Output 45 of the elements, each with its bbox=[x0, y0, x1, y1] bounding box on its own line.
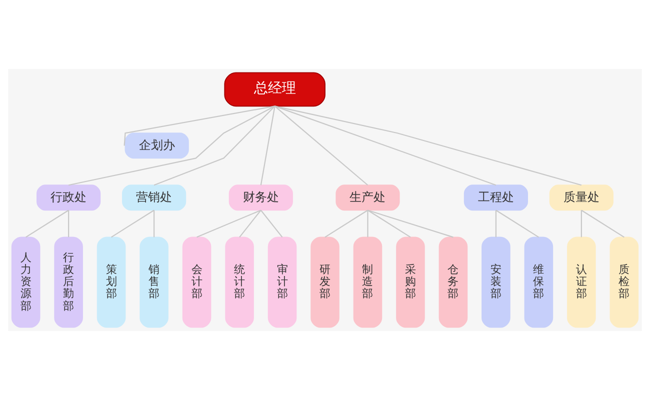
node-box: 采购部 bbox=[396, 236, 425, 328]
connector bbox=[26, 210, 69, 238]
node-box: 生产处 bbox=[336, 184, 400, 211]
node-box: 质量处 bbox=[549, 184, 614, 211]
connector bbox=[367, 210, 411, 238]
connector bbox=[260, 106, 276, 186]
node-box: 制造部 bbox=[353, 236, 382, 328]
connector bbox=[239, 210, 262, 238]
node-box: 认证部 bbox=[567, 236, 596, 328]
node-box: 行政后勤部 bbox=[54, 236, 83, 328]
node-box: 研发部 bbox=[310, 236, 340, 328]
connector bbox=[260, 210, 283, 238]
connector bbox=[196, 210, 262, 238]
connector bbox=[581, 210, 624, 238]
connector bbox=[68, 106, 276, 186]
connector bbox=[580, 210, 582, 238]
node-box: 财务处 bbox=[228, 184, 293, 211]
connector bbox=[154, 210, 155, 238]
node-box: 仓务部 bbox=[438, 236, 468, 328]
node-box: 人力资源部 bbox=[11, 236, 40, 328]
connector bbox=[368, 210, 454, 238]
connector bbox=[154, 106, 276, 186]
connector bbox=[68, 210, 70, 238]
connector bbox=[124, 106, 275, 146]
node-box: 销售部 bbox=[140, 236, 168, 328]
node-box: 质检部 bbox=[610, 236, 639, 328]
node-box: 策划部 bbox=[96, 236, 126, 328]
node-box: 审计部 bbox=[268, 236, 297, 328]
connector bbox=[274, 106, 496, 186]
connector bbox=[367, 210, 368, 238]
node-box: 工程处 bbox=[464, 184, 528, 211]
connector bbox=[324, 210, 368, 238]
node-box: 会计部 bbox=[182, 236, 212, 328]
connector bbox=[495, 210, 496, 238]
node-box: 维保部 bbox=[524, 236, 554, 328]
node-box: 安装部 bbox=[482, 236, 510, 328]
node-box: 总经理 bbox=[224, 72, 326, 107]
node-box: 营销处 bbox=[122, 184, 186, 211]
connector bbox=[496, 210, 539, 238]
connector bbox=[111, 210, 154, 238]
connector bbox=[274, 106, 582, 186]
node-box: 企划办 bbox=[124, 132, 189, 159]
node-box: 行政处 bbox=[36, 184, 101, 211]
connector bbox=[274, 106, 368, 186]
node-box: 统计部 bbox=[225, 236, 254, 328]
